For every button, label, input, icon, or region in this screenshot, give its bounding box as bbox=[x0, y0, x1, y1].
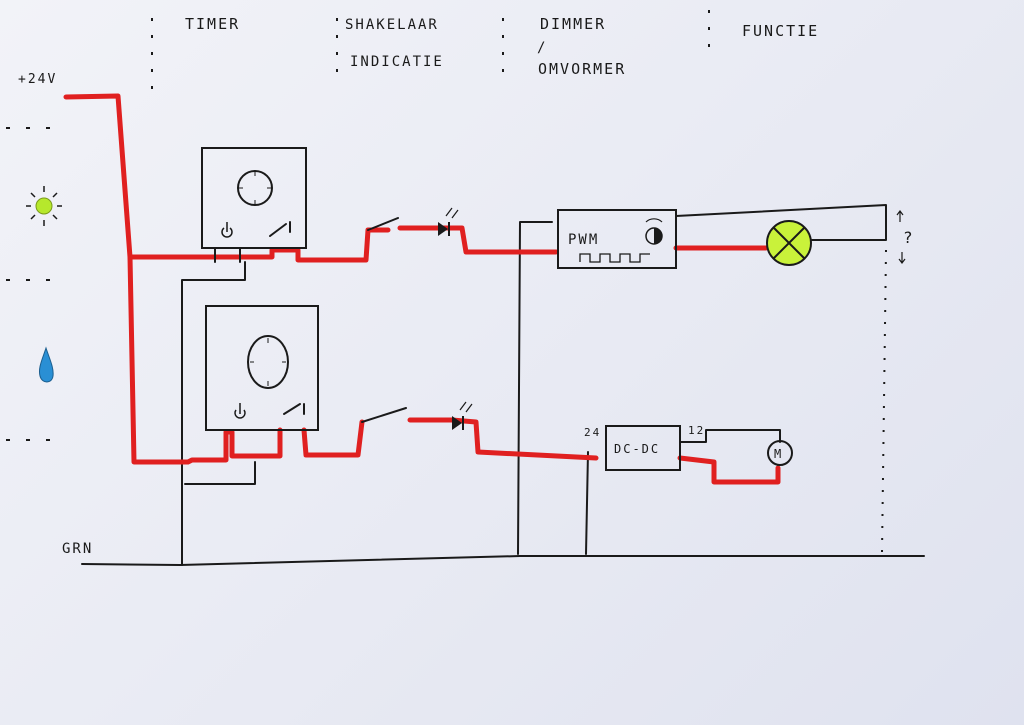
timer-2-relay-switch bbox=[283, 403, 305, 415]
header-indicatie: INDICATIE bbox=[350, 54, 444, 70]
ground-label: GRN bbox=[62, 541, 93, 557]
pwm-dimmer: PWM bbox=[557, 209, 677, 269]
question-mark: ? bbox=[903, 228, 915, 247]
timer-1-dial-icon bbox=[237, 170, 273, 206]
timer-2-dial-icon bbox=[247, 335, 289, 389]
header-omvormer: OMVORMER bbox=[538, 60, 626, 78]
water-drop-icon bbox=[39, 346, 54, 383]
dcdc-output-voltage: 12 bbox=[688, 424, 705, 437]
led-2-icon bbox=[452, 401, 473, 430]
sun-icon bbox=[26, 186, 62, 226]
pwm-label: PWM bbox=[568, 232, 599, 248]
timer-1-relay-switch bbox=[269, 221, 291, 237]
motor-icon: M bbox=[767, 440, 793, 466]
header-timer: TIMER bbox=[185, 15, 240, 33]
header-schakelaar: SHAKELAAR bbox=[345, 17, 439, 33]
switch-1[interactable] bbox=[367, 217, 399, 231]
dcdc-input-voltage: 24 bbox=[584, 426, 601, 439]
dcdc-label: DC-DC bbox=[614, 442, 660, 456]
pwm-knob-icon bbox=[645, 218, 663, 245]
header-functie: FUNCTIE bbox=[742, 22, 819, 40]
lamp-icon bbox=[766, 220, 812, 266]
timer-2 bbox=[205, 305, 319, 431]
feedback-question: ? bbox=[896, 210, 915, 264]
dcdc-converter: DC-DC 24 12 bbox=[584, 424, 705, 471]
pwm-waveform-icon bbox=[579, 253, 650, 263]
switch-2[interactable] bbox=[361, 407, 407, 423]
timer-1 bbox=[201, 147, 307, 263]
arrow-down-icon bbox=[898, 252, 906, 264]
supply-label: +24V bbox=[18, 72, 57, 87]
led-1-icon bbox=[438, 207, 459, 236]
timer-2-power-icon bbox=[234, 403, 246, 419]
header-dimmer: DIMMER bbox=[540, 15, 606, 33]
timer-1-power-icon bbox=[221, 222, 233, 238]
signal-wiring bbox=[181, 204, 887, 566]
arrow-up-icon bbox=[896, 210, 904, 222]
header-slash: / bbox=[537, 40, 547, 56]
power-wiring bbox=[63, 93, 781, 485]
motor-label: M bbox=[774, 447, 783, 461]
ground-rail bbox=[81, 555, 925, 566]
